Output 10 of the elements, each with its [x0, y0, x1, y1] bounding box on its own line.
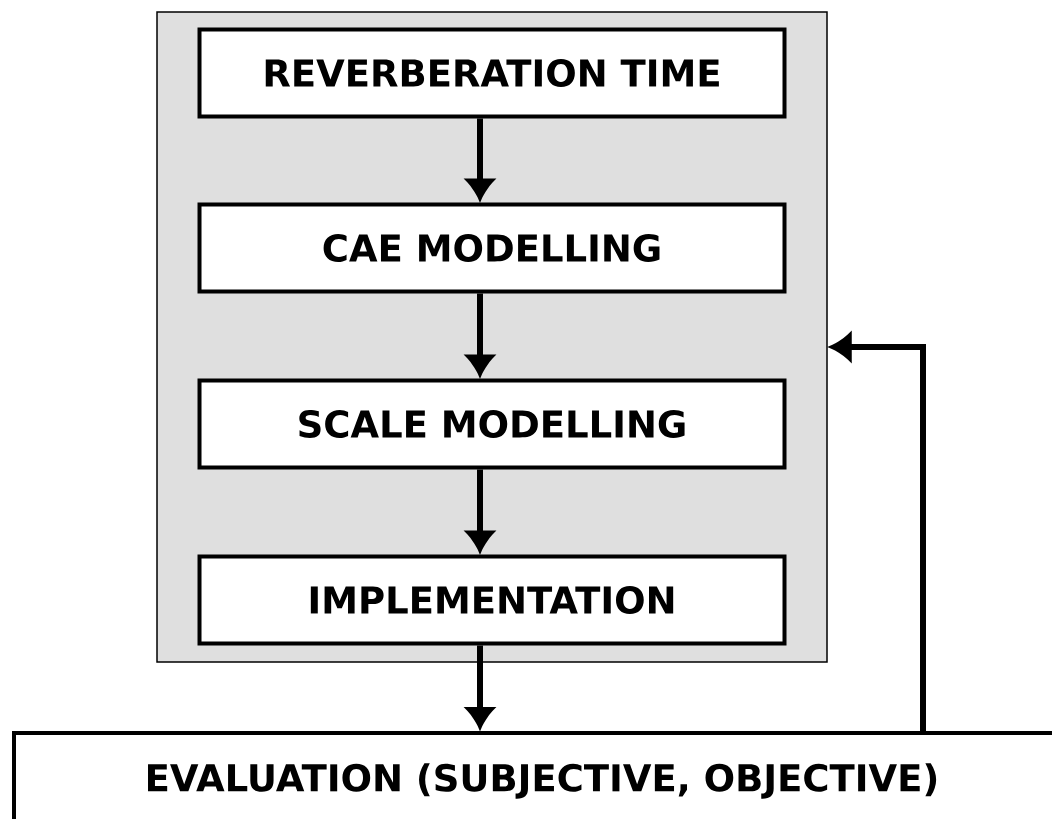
process-box: EVALUATION (SUBJECTIVE, OBJECTIVE): [12, 731, 1052, 819]
process-box: REVERBERATION TIME: [197, 27, 787, 119]
arrow: [830, 333, 926, 731]
arrow: [466, 469, 494, 552]
process-box: SCALE MODELLING: [197, 378, 787, 470]
process-box: IMPLEMENTATION: [197, 554, 787, 646]
arrow: [466, 118, 494, 200]
arrow: [466, 293, 494, 376]
arrow: [466, 645, 494, 728]
process-box: CAE MODELLING: [197, 202, 787, 294]
